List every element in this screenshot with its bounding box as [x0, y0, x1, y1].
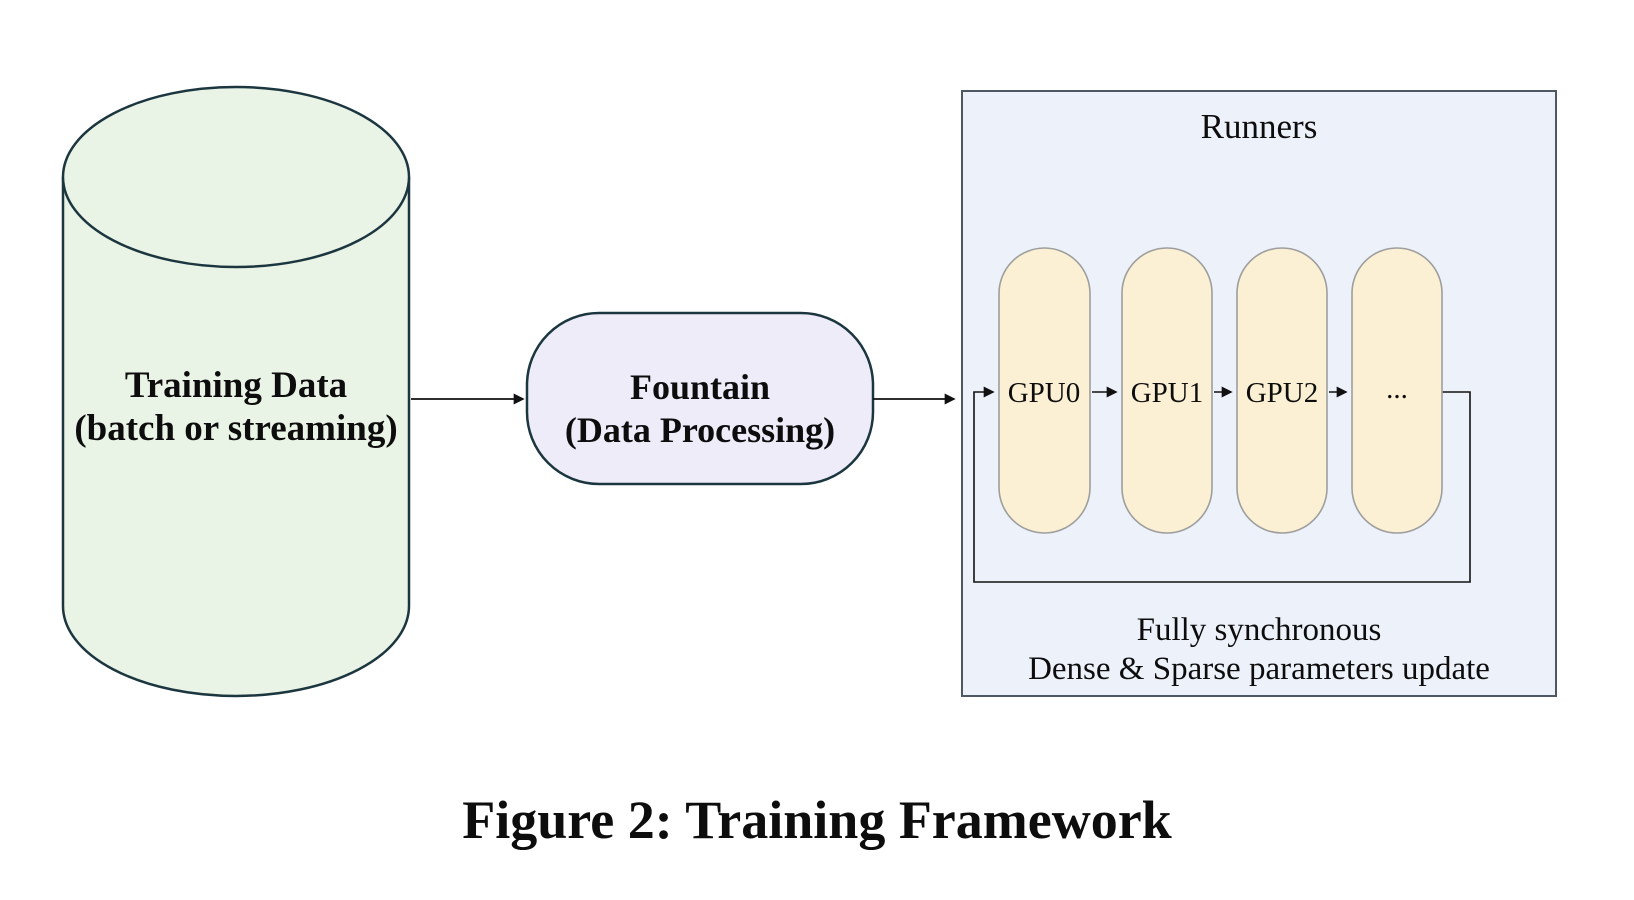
fountain-node: Fountain (Data Processing) [525, 311, 875, 486]
gpu-ellipsis-label: ... [1386, 373, 1408, 405]
figure-caption: Figure 2: Training Framework [462, 790, 1171, 850]
gpu0-label: GPU0 [1008, 377, 1081, 409]
gpu2-shape [1236, 247, 1328, 534]
cylinder-body [61, 177, 411, 698]
fountain-label-line1: Fountain [630, 367, 770, 407]
runners-panel: Runners GPU0 GPU1 GPU2 ... [961, 90, 1557, 697]
training-data-label-line1: Training Data [125, 365, 347, 406]
sync-note-line1: Fully synchronous [1137, 612, 1382, 648]
gpu-ellipsis-shape [1351, 247, 1443, 534]
gpu2-label: GPU2 [1246, 377, 1319, 409]
training-data-cylinder: Training Data (batch or streaming) [61, 85, 411, 698]
ring-loop-connector [973, 386, 1471, 583]
cylinder-top-ellipse [61, 85, 411, 269]
gpu1-shape [1121, 247, 1213, 534]
gpu0-shape [998, 247, 1091, 534]
fountain-label-line2: (Data Processing) [565, 410, 835, 450]
gpu-pill-gpu1: GPU1 [1121, 247, 1213, 534]
gpu-pill-gpu0: GPU0 [998, 247, 1091, 534]
runners-title: Runners [1201, 107, 1318, 146]
sync-note-line2: Dense & Sparse parameters update [1028, 651, 1490, 687]
training-data-label-line2: (batch or streaming) [74, 408, 397, 449]
gpu1-label: GPU1 [1131, 377, 1204, 409]
gpu-pill-ellipsis: ... [1351, 247, 1443, 534]
gpu-pill-gpu2: GPU2 [1236, 247, 1328, 534]
